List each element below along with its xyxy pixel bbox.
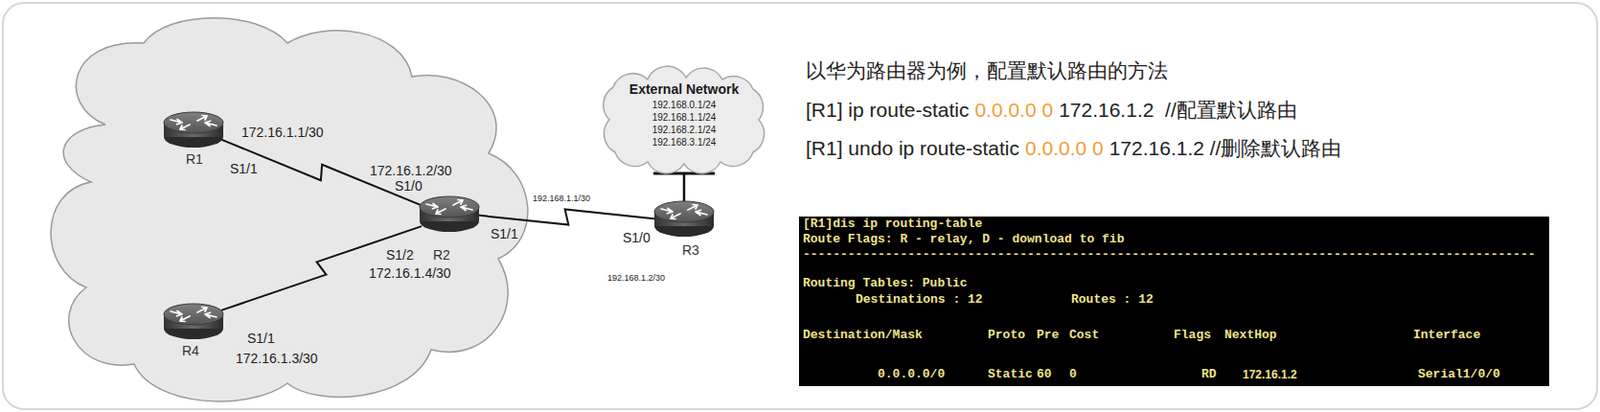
router-icon xyxy=(162,302,225,342)
terminal-text: 172.16.1.2 xyxy=(1242,368,1298,383)
interface-name: S1/2 xyxy=(386,247,414,263)
router-name: R2 xyxy=(433,247,451,263)
interface-name: S1/1 xyxy=(247,330,275,346)
interface-name: S1/1 xyxy=(490,226,519,242)
interface-name: S1/0 xyxy=(394,178,423,194)
terminal-text: Destination/Mask xyxy=(802,328,923,343)
terminal-text: ----------------------------------------… xyxy=(802,248,1536,263)
highlighted-args: 0.0.0.0 0 xyxy=(974,98,1053,122)
terminal-text: 60 xyxy=(1036,367,1052,383)
command-text: 172.16.1.2 //删除默认路由 xyxy=(1109,137,1343,160)
terminal-text: Pre xyxy=(1036,328,1059,343)
network-cloud xyxy=(50,18,528,402)
terminal-text: [R1]dis ip routing-table xyxy=(802,217,983,232)
terminal-text: 0 xyxy=(1069,367,1077,383)
router-icon xyxy=(418,195,480,234)
interface-ip: 172.16.1.4/30 xyxy=(368,265,452,281)
router-node: R1 xyxy=(162,111,225,150)
router-node: R4 xyxy=(162,302,225,342)
terminal-text: Proto xyxy=(987,328,1026,343)
network-address: 192.168.2.1/24 xyxy=(599,124,769,137)
network-address: 192.168.3.1/24 xyxy=(599,137,769,149)
highlighted-args: 0.0.0.0 0 xyxy=(1025,137,1104,160)
cloud-title: External Network xyxy=(599,81,769,97)
command-text: [R1] ip route-static xyxy=(805,98,969,122)
terminal-text: Destinations : 12 xyxy=(855,293,983,308)
router-node: R2 xyxy=(418,195,480,234)
router-name: R1 xyxy=(185,151,204,167)
network-address: 192.168.0.1/24 xyxy=(599,99,769,112)
router-name: R4 xyxy=(182,342,200,359)
terminal-text: Routing Tables: Public xyxy=(802,276,968,292)
terminal-text: 0.0.0.0/0 xyxy=(877,367,945,383)
interface-ip: 172.16.1.3/30 xyxy=(235,350,319,366)
command-line: [R1] undo ip route-static0.0.0.0 0172.16… xyxy=(805,137,1342,160)
interface-ip: 192.168.1.2/30 xyxy=(607,273,665,283)
interface-name: S1/1 xyxy=(229,160,258,177)
router-icon xyxy=(162,111,225,150)
command-text: [R1] undo ip route-static xyxy=(805,137,1020,160)
terminal-text: Flags xyxy=(1173,328,1212,343)
terminal-text: NextHop xyxy=(1224,328,1278,343)
terminal-screen: [R1]dis ip routing-tableRoute Flags: R -… xyxy=(799,216,1550,387)
router-name: R3 xyxy=(682,242,700,258)
network-address: 192.168.1.1/24 xyxy=(599,112,769,124)
terminal-text: Route Flags: R - relay, D - download to … xyxy=(802,232,1124,248)
terminal-text: Interface xyxy=(1413,328,1481,343)
interface-name: S1/0 xyxy=(622,229,651,246)
command-text: 172.16.1.2 //配置默认路由 xyxy=(1058,98,1298,122)
command-line: [R1] ip route-static0.0.0.0 0172.16.1.2 … xyxy=(805,98,1298,122)
interface-ip: 172.16.1.1/30 xyxy=(241,124,324,140)
terminal-text: Routes : 12 xyxy=(1071,293,1154,308)
terminal-text: Cost xyxy=(1069,328,1099,343)
router-icon xyxy=(653,200,715,239)
heading: 以华为路由器为例，配置默认路由的方法 xyxy=(805,59,1168,83)
terminal-text: Static xyxy=(987,367,1033,383)
interface-ip: 192.168.1.1/30 xyxy=(532,193,591,204)
interface-ip: 172.16.1.2/30 xyxy=(369,162,453,179)
serial-link xyxy=(477,208,657,225)
router-node: R3 xyxy=(653,200,715,239)
external-network-cloud: External Network 192.168.0.1/24192.168.1.… xyxy=(599,66,769,174)
terminal-text: Serial1/0/0 xyxy=(1417,367,1501,383)
ethernet-link xyxy=(683,173,686,203)
terminal-text: RD xyxy=(1201,367,1217,383)
